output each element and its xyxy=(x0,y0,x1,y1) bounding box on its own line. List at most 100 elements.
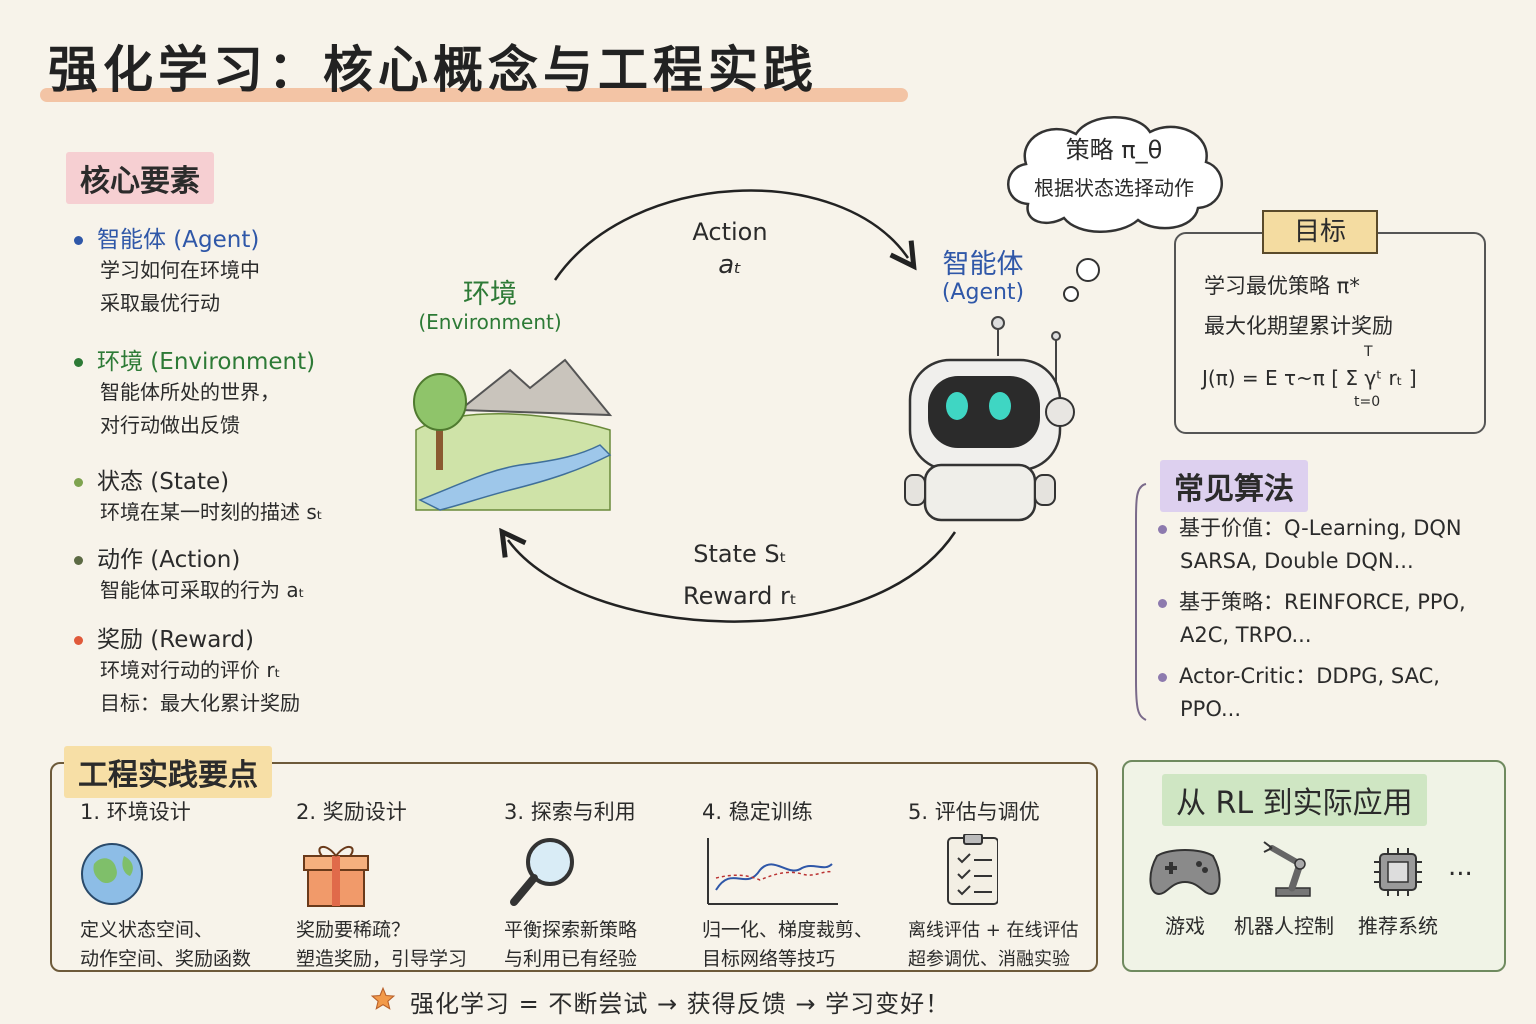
algo-line: Actor-Critic：DDPG, SAC, xyxy=(1179,664,1440,688)
landscape-icon xyxy=(413,358,613,511)
title-underline xyxy=(40,88,908,102)
action-arrow xyxy=(553,189,908,281)
environment-sub-label: (Environment) xyxy=(418,310,562,334)
clipboard-icon xyxy=(947,833,999,905)
eng-step-exploration: 3. 探索与利用 平衡探索新策略 与利用已有经验 xyxy=(504,796,704,974)
algo-line: A2C, TRPO... xyxy=(1180,623,1312,647)
policy-title: 策略 π_θ xyxy=(1065,136,1163,164)
globe-icon xyxy=(81,843,143,905)
algo-policy-based: 基于策略：REINFORCE, PPO, A2C, TRPO... xyxy=(1158,586,1498,652)
eng-step-environment-design: 1. 环境设计 定义状态空间、 动作空间、奖励函数 xyxy=(80,796,280,974)
core-elements-tag: 核心要素 xyxy=(66,152,214,204)
algo-line: 基于策略：REINFORCE, PPO, xyxy=(1179,590,1466,614)
algo-value-based: 基于价值：Q-Learning, DQN SARSA, Double DQN..… xyxy=(1158,512,1498,578)
star-icon xyxy=(370,986,396,1010)
algorithms-tag: 常见算法 xyxy=(1160,460,1308,512)
step-desc: 塑造奖励，引导学习 xyxy=(296,948,468,970)
goal-line-2: 最大化期望累计奖励 xyxy=(1204,314,1393,338)
core-item-desc: 对行动做出反馈 xyxy=(100,413,240,437)
bullet-dot xyxy=(74,358,83,367)
core-item-desc: 学习如何在环境中 xyxy=(100,258,260,282)
step-desc: 与利用已有经验 xyxy=(504,948,638,970)
sum-lower-limit: t=0 xyxy=(1354,394,1381,410)
core-item-environment: 环境 (Environment) 智能体所处的世界， 对行动做出反馈 xyxy=(74,342,404,442)
gamepad-icon xyxy=(1149,849,1221,896)
magnifier-icon xyxy=(510,838,574,906)
app-more: ... xyxy=(1448,852,1473,882)
algo-line: SARSA, Double DQN... xyxy=(1180,549,1414,573)
goal-line-1: 学习最优策略 π* xyxy=(1204,274,1360,298)
step-title: 3. 探索与利用 xyxy=(504,800,636,824)
action-label: Action xyxy=(692,218,768,246)
reward-label: Reward rₜ xyxy=(683,582,797,610)
core-item-desc: 环境对行动的评价 rₜ xyxy=(100,658,281,682)
page-title: 强化学习：核心概念与工程实践 xyxy=(48,41,818,99)
step-desc: 平衡探索新策略 xyxy=(504,919,638,941)
chart-icon xyxy=(707,838,838,905)
step-desc: 归一化、梯度裁剪、 xyxy=(702,919,874,941)
algo-bracket xyxy=(1135,483,1147,721)
robot-agent-icon xyxy=(904,316,1075,522)
thought-bubble-dot xyxy=(1063,286,1079,302)
step-desc: 定义状态空间、 xyxy=(80,919,214,941)
gift-icon xyxy=(303,846,369,907)
chip-icon xyxy=(1374,848,1422,896)
step-desc: 目标网络等技巧 xyxy=(702,948,836,970)
bullet-dot xyxy=(1158,672,1167,682)
agent-sub-label: (Agent) xyxy=(941,280,1025,305)
app-item-recommender: 推荐系统 xyxy=(1350,846,1446,939)
app-label: 机器人控制 xyxy=(1234,914,1334,938)
core-item-desc: 环境在某一时刻的描述 sₜ xyxy=(100,500,323,524)
eng-step-stable-training: 4. 稳定训练 归一化、梯度裁剪、 目标网络等技巧 xyxy=(702,796,902,974)
step-title: 5. 评估与调优 xyxy=(908,800,1040,824)
bullet-dot xyxy=(74,478,83,487)
eng-step-evaluation: 5. 评估与调优 离线评估 + 在线评估 超参调优、消融实验 xyxy=(908,796,1088,974)
step-title: 4. 稳定训练 xyxy=(702,800,813,824)
bullet-dot xyxy=(74,636,83,645)
app-item-robot-control: 机器人控制 xyxy=(1228,836,1340,939)
rl-loop-diagram xyxy=(413,189,1100,623)
sum-upper-limit: T xyxy=(1364,344,1373,360)
bullet-dot xyxy=(1158,524,1167,534)
core-item-head: 智能体 (Agent) xyxy=(97,227,260,253)
core-item-action: 动作 (Action) 智能体可采取的行为 aₜ xyxy=(74,540,404,607)
core-item-agent: 智能体 (Agent) 学习如何在环境中 采取最优行动 xyxy=(74,220,404,320)
core-item-state: 状态 (State) 环境在某一时刻的描述 sₜ xyxy=(74,462,404,529)
step-desc: 离线评估 + 在线评估 xyxy=(908,920,1079,941)
core-item-head: 状态 (State) xyxy=(97,469,230,495)
app-label: 游戏 xyxy=(1165,914,1205,938)
core-item-reward: 奖励 (Reward) 环境对行动的评价 rₜ 目标：最大化累计奖励 xyxy=(74,620,404,720)
app-item-games: 游戏 xyxy=(1140,846,1230,939)
core-item-desc: 目标：最大化累计奖励 xyxy=(100,691,300,715)
bullet-dot xyxy=(74,556,83,565)
core-item-desc: 采取最优行动 xyxy=(100,291,220,315)
engineering-box xyxy=(50,762,1098,972)
engineering-tag: 工程实践要点 xyxy=(64,746,272,798)
step-title: 1. 环境设计 xyxy=(80,800,191,824)
bullet-dot xyxy=(74,236,83,245)
action-symbol: aₜ xyxy=(718,250,742,280)
state-label: State Sₜ xyxy=(693,540,787,568)
goal-formula: J(π) = E τ~π [ Σ γᵗ rₜ ] xyxy=(1202,366,1417,390)
step-desc: 奖励要稀疏？ xyxy=(296,919,411,941)
policy-cloud xyxy=(1007,116,1223,233)
core-item-desc: 智能体所处的世界， xyxy=(100,380,280,404)
feedback-arrow xyxy=(508,532,957,623)
app-label: 推荐系统 xyxy=(1358,914,1438,938)
algo-line: 基于价值：Q-Learning, DQN xyxy=(1179,516,1462,540)
agent-label: 智能体 xyxy=(942,249,1024,280)
applications-tag: 从 RL 到实际应用 xyxy=(1162,774,1427,826)
policy-desc: 根据状态选择动作 xyxy=(1034,176,1194,200)
algo-line: PPO... xyxy=(1180,697,1242,721)
core-item-head: 环境 (Environment) xyxy=(97,349,316,375)
bullet-dot xyxy=(1158,598,1167,608)
algo-actor-critic: Actor-Critic：DDPG, SAC, PPO... xyxy=(1158,660,1498,726)
step-title: 2. 奖励设计 xyxy=(296,800,407,824)
core-item-desc: 智能体可采取的行为 aₜ xyxy=(100,578,305,602)
core-item-head: 奖励 (Reward) xyxy=(97,627,254,653)
robot-arm-icon xyxy=(1263,841,1311,897)
footer-summary: 强化学习 = 不断尝试 → 获得反馈 → 学习变好！ xyxy=(410,990,951,1018)
goal-ribbon: 目标 xyxy=(1262,210,1378,254)
core-item-head: 动作 (Action) xyxy=(97,547,241,573)
step-desc: 超参调优、消融实验 xyxy=(908,949,1070,970)
